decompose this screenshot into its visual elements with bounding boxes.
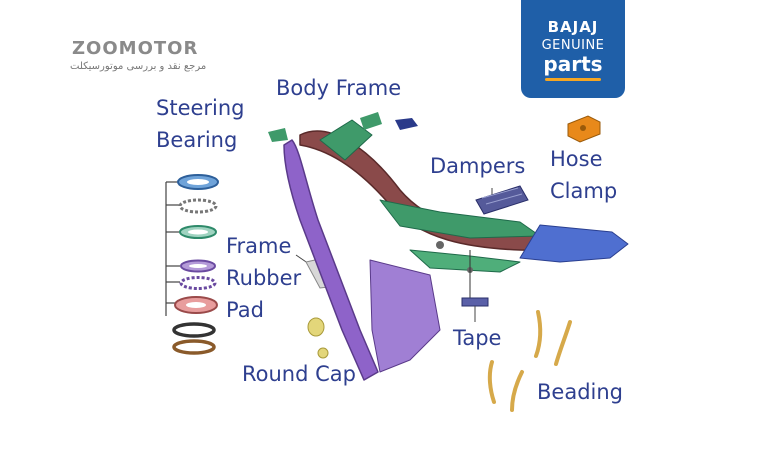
label-pad: Pad [226,298,264,322]
label-tape: Tape [453,326,502,350]
label-body-frame: Body Frame [276,76,402,100]
beading [487,310,572,412]
round-caps [307,317,329,359]
label-dampers: Dampers [430,154,526,178]
label-round-cap: Round Cap [242,362,356,386]
label-clamp: Clamp [550,179,618,203]
zoomotor-logo: ZOOMOTOR [72,38,199,59]
zoomotor-tagline: مرجع نقد و بررسی موتورسیکلت [70,61,207,72]
bearing-balls-1 [178,198,218,214]
body-frame [268,112,629,381]
steering-bearing-parts [172,174,219,355]
label-hose: Hose [550,147,603,171]
label-steering: Steering [156,96,245,120]
badge-underline [545,78,601,81]
label-rubber: Rubber [226,266,302,290]
bearing-balls-2 [179,276,217,290]
badge-genuine: GENUINE [541,38,605,53]
badge-brand: BAJAJ [547,18,599,36]
bajaj-genuine-parts-badge: BAJAJ GENUINE parts [521,0,625,98]
tape [461,297,489,322]
label-bearing: Bearing [156,128,238,152]
bearing-seal-2 [172,339,216,355]
badge-parts: parts [543,52,603,76]
hose-clamp [567,115,601,143]
steering-bearing-bracket [165,181,180,316]
label-beading: Beading [537,380,623,404]
label-frame: Frame [226,234,292,258]
dampers [475,185,529,215]
bearing-seal-1 [172,322,216,338]
